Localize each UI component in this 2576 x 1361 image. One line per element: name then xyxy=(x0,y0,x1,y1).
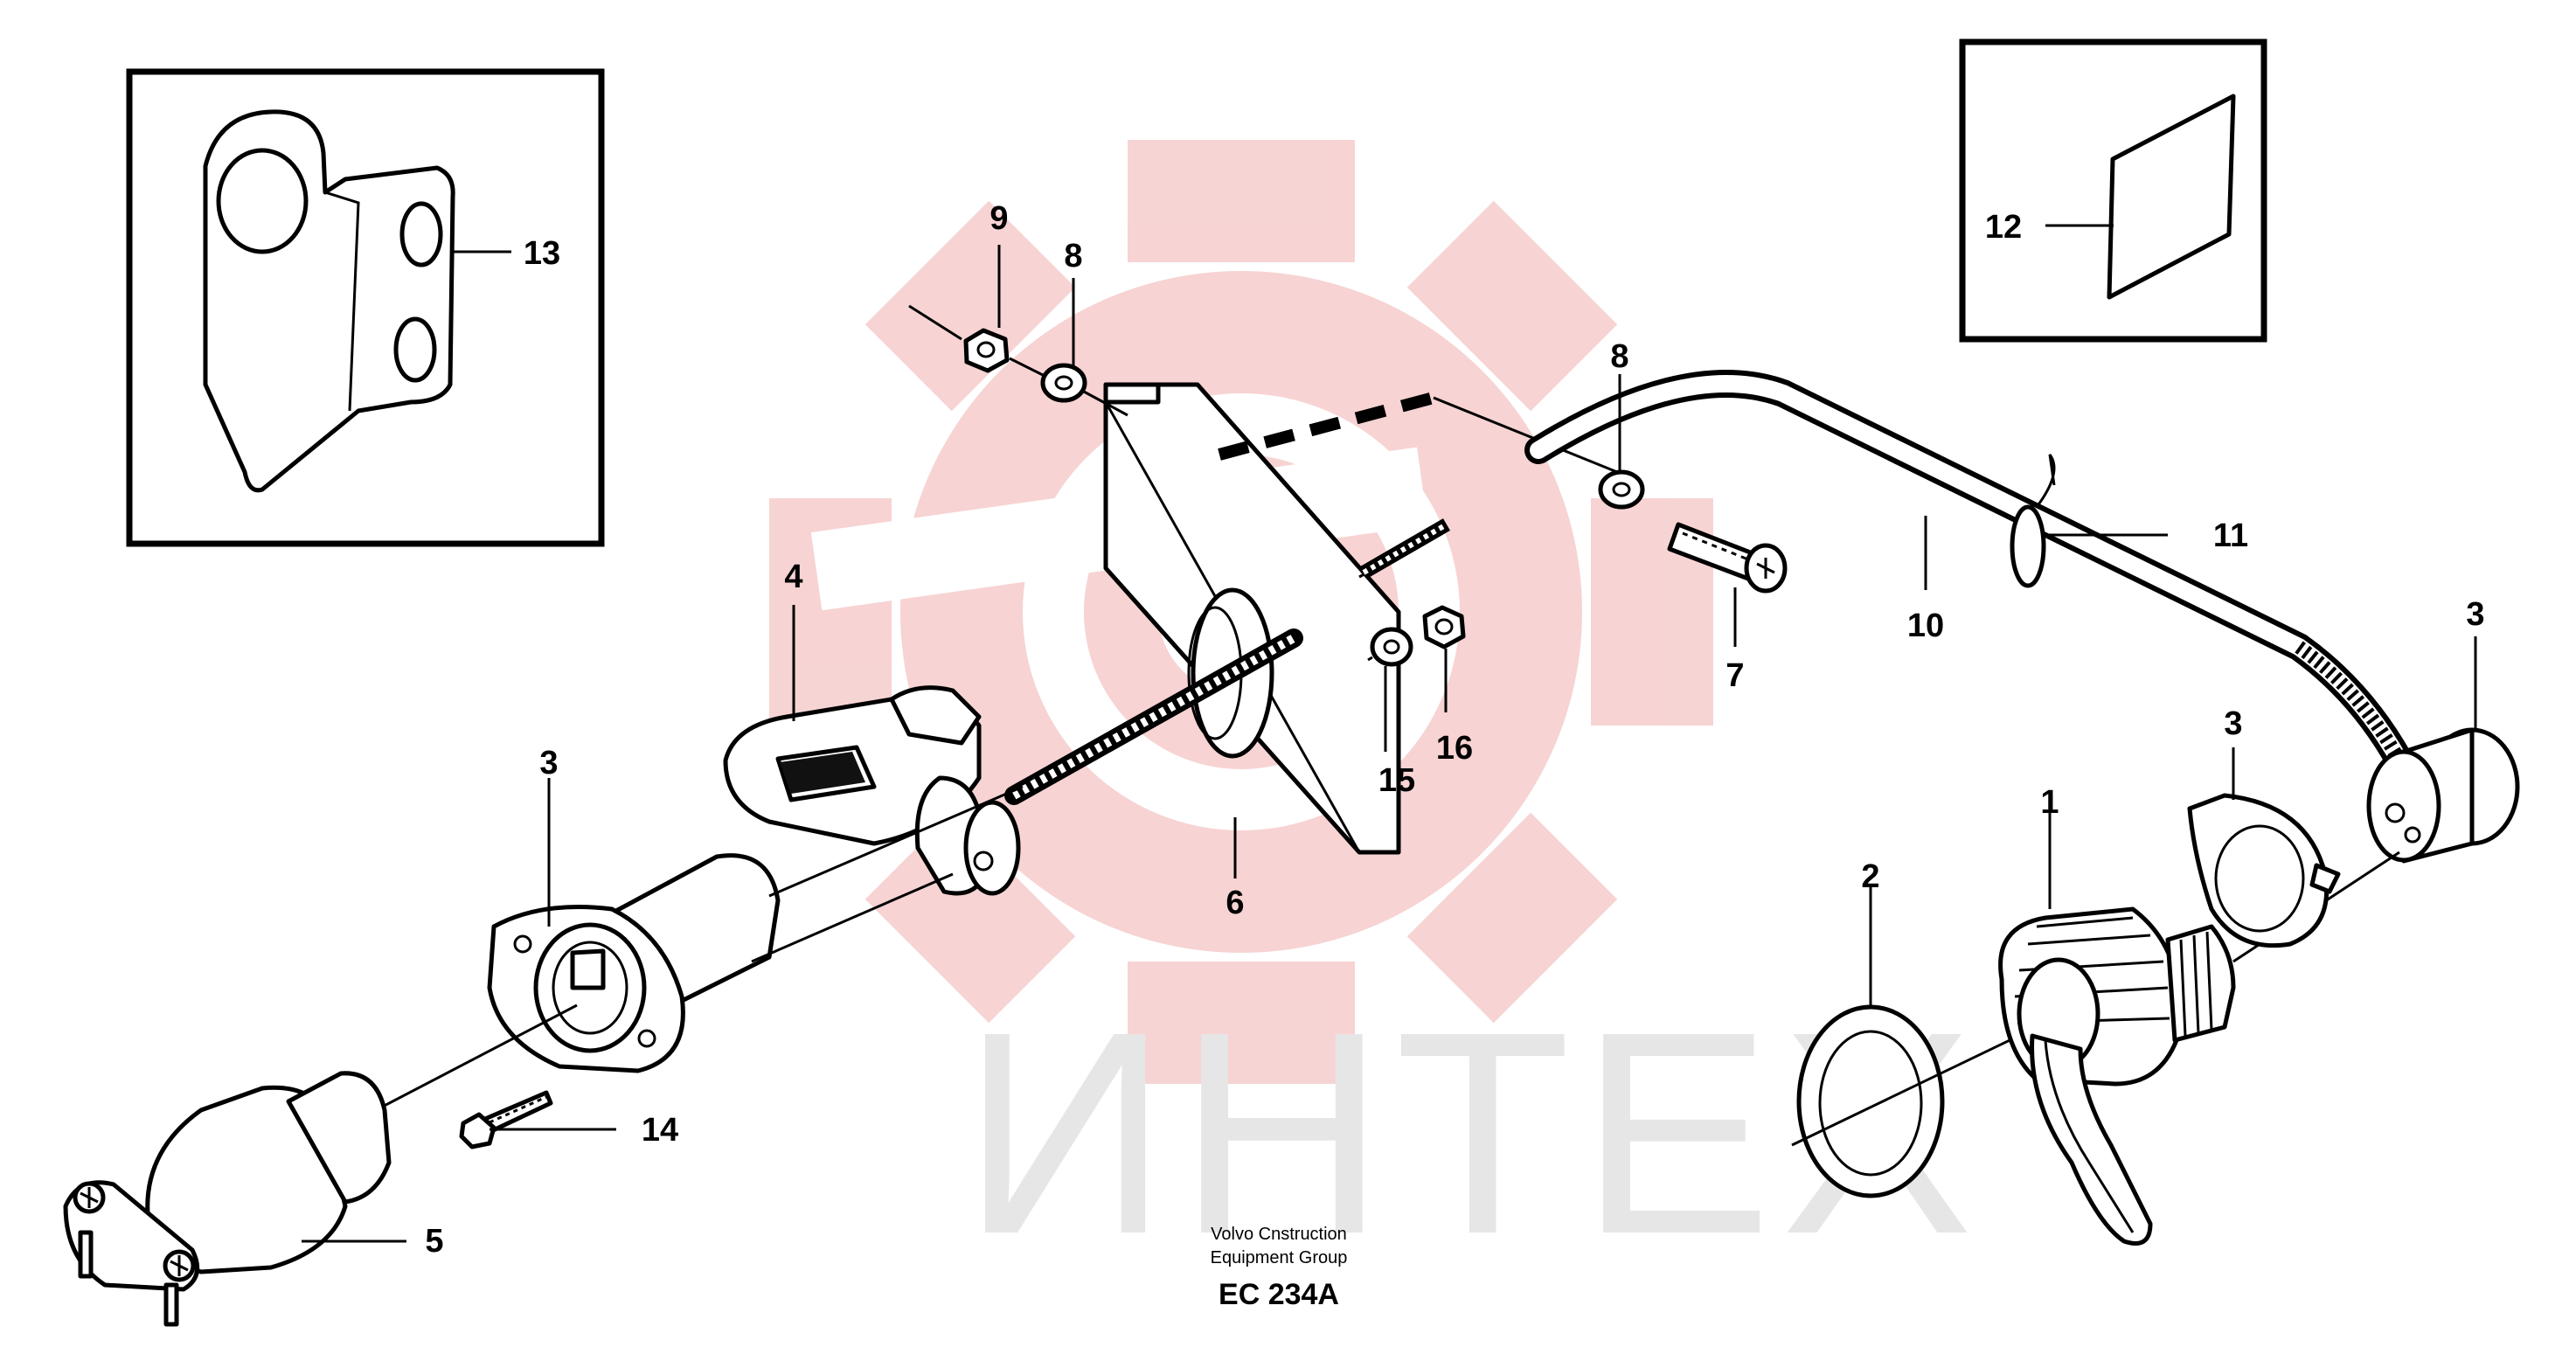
socket-left xyxy=(375,785,1024,1112)
washer-8-left xyxy=(1040,363,1087,403)
plug-5 xyxy=(63,1071,392,1327)
callout-1: 1 xyxy=(2040,784,2059,821)
callout-4: 4 xyxy=(784,559,802,595)
callout-6: 6 xyxy=(1226,885,1244,921)
leader-lines xyxy=(302,245,2477,1243)
socket-right xyxy=(2366,727,2520,864)
washer-15 xyxy=(1370,627,1413,667)
callout-16: 16 xyxy=(1436,730,1473,767)
washer-8-right xyxy=(1598,469,1645,510)
callout-14: 14 xyxy=(642,1112,678,1149)
mounting-plate xyxy=(1103,382,1618,855)
callout-8-right: 8 xyxy=(1610,338,1628,375)
callout-15: 15 xyxy=(1378,762,1415,799)
callout-2: 2 xyxy=(1861,858,1879,895)
retaining-clip xyxy=(2187,793,2341,948)
callout-11: 11 xyxy=(2213,517,2248,554)
protective-cap xyxy=(723,685,1021,896)
callout-10: 10 xyxy=(1907,608,1944,644)
caption-line-2: Equipment Group xyxy=(1211,1248,1348,1267)
screw-14 xyxy=(459,1090,553,1149)
callout-5: 5 xyxy=(425,1223,443,1260)
callout-13: 13 xyxy=(524,235,560,272)
connector-housing xyxy=(1998,851,2400,1246)
decal-sheet xyxy=(2107,94,2236,300)
callout-3-right: 3 xyxy=(2466,596,2484,633)
inset-bracket xyxy=(126,68,605,547)
callout-7: 7 xyxy=(1725,657,1744,694)
nut-9 xyxy=(908,304,1128,417)
seal-ring xyxy=(1791,1004,2029,1198)
cable-tie xyxy=(2010,454,2056,588)
nut-16 xyxy=(1367,605,1466,662)
threaded-rod xyxy=(1004,518,1451,805)
caption-line-1: Volvo Cnstruction xyxy=(1211,1225,1347,1244)
callout-9: 9 xyxy=(989,200,1008,237)
bolt-7 xyxy=(1667,522,1788,594)
inset-label xyxy=(1959,38,2267,343)
callout-3-left: 3 xyxy=(539,745,558,781)
callout-3-clip: 3 xyxy=(2224,705,2242,742)
callout-12: 12 xyxy=(1985,209,2022,246)
drawing-code: EC 234A xyxy=(1219,1278,1339,1311)
callout-8-left: 8 xyxy=(1064,238,1082,274)
